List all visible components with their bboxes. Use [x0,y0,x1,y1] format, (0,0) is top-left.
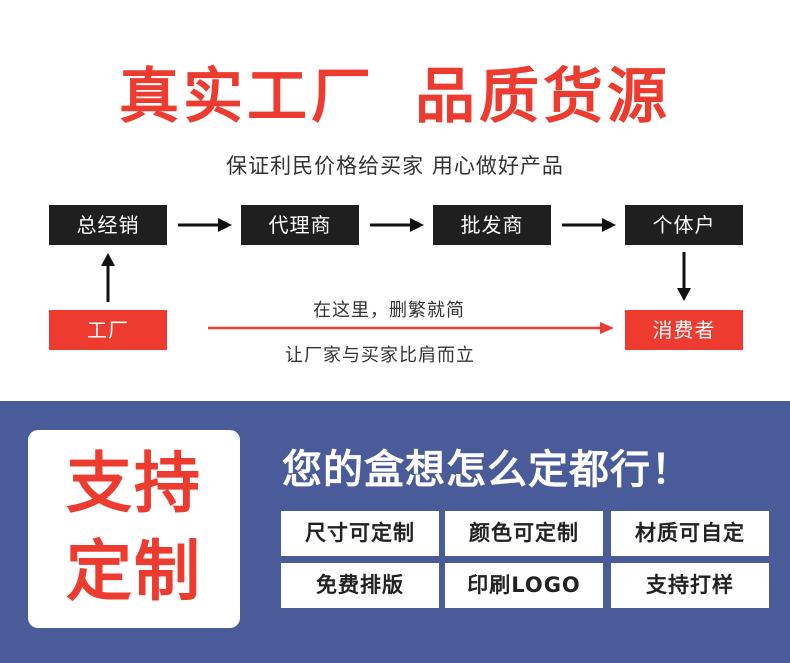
option-sample: 支持打样 [611,563,769,608]
note-bottom: 让厂家与买家比肩而立 [285,345,475,366]
factory-box: 工厂 [49,310,167,350]
headline: 真实工厂品质货源 [0,62,790,132]
headline-right: 品质货源 [415,62,671,132]
option-size: 尺寸可定制 [281,511,439,556]
slogan: 您的盒想怎么定都行！ [282,447,692,493]
right-arrow-icon [562,218,616,232]
option-layout: 免费排版 [281,563,439,608]
option-logo: 印刷LOGO [445,563,603,608]
retailer-box: 个体户 [625,205,743,245]
note-top: 在这里，删繁就简 [313,300,465,321]
headline-left: 真实工厂 [119,62,375,132]
subheadline: 保证利民价格给买家 用心做好产品 [226,154,564,178]
agent-box: 代理商 [241,205,359,245]
wholesaler-box: 批发商 [433,205,551,245]
right-arrow-icon [370,218,424,232]
promo-line-2: 定制 [66,533,202,610]
right-arrow-icon [178,218,232,232]
direct-arrow-icon [208,322,614,334]
option-color: 颜色可定制 [445,511,603,556]
down-arrow-icon [677,252,691,301]
option-material: 材质可自定 [611,511,769,556]
promo-line-1: 支持 [66,445,202,522]
distributor-box: 总经销 [49,205,167,245]
consumer-box: 消费者 [625,310,743,350]
customization-band: 支持 定制 您的盒想怎么定都行！ 尺寸可定制 颜色可定制 材质可自定 免费排版 … [0,401,790,663]
promo-card: 支持 定制 [28,430,240,628]
up-arrow-icon [101,253,115,302]
